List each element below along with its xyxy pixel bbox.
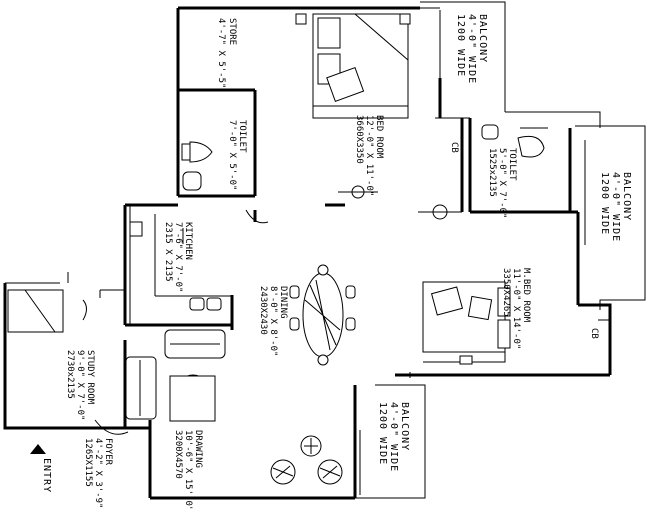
svg-text:KITCHEN: KITCHEN xyxy=(183,222,193,260)
label-cb-right: CB xyxy=(589,328,599,339)
label-toilet-right: TOILET 5'-0" X 7'-0" 1525x2135 xyxy=(487,148,517,218)
stove xyxy=(189,297,205,311)
svg-text:4'-0" WIDE: 4'-0" WIDE xyxy=(388,402,399,472)
svg-text:1200 WIDE: 1200 WIDE xyxy=(377,402,388,465)
labels: STORE 4'-7" X 5'-5" BALCONY 4'-0" WIDE 1… xyxy=(41,14,632,509)
label-balcony-top: BALCONY 4'-0" WIDE 1200 WIDE xyxy=(455,14,488,84)
svg-text:3350X4265: 3350X4265 xyxy=(501,268,511,317)
svg-text:2315 X 2135: 2315 X 2135 xyxy=(163,222,173,282)
svg-text:CB: CB xyxy=(449,142,459,153)
svg-text:ENTRY: ENTRY xyxy=(41,458,52,493)
label-bed-room: BED ROOM 12'-0" X 11'-0" 3660X3350 xyxy=(354,115,384,196)
wc-left xyxy=(189,141,213,163)
wc-right xyxy=(517,135,545,158)
svg-text:7'-0" X 5'-0": 7'-0" X 5'-0" xyxy=(227,120,237,190)
svg-text:STUDY ROOM: STUDY ROOM xyxy=(85,350,95,405)
svg-text:BALCONY: BALCONY xyxy=(621,172,632,221)
svg-text:1525x2135: 1525x2135 xyxy=(487,148,497,197)
label-kitchen: KITCHEN 7'-6" X 7'-0" 2315 X 2135 xyxy=(163,222,193,292)
svg-text:8'-0" X 8'-0": 8'-0" X 8'-0" xyxy=(268,286,278,356)
balcony-bottom-outline xyxy=(325,384,426,499)
svg-text:4'-0" WIDE: 4'-0" WIDE xyxy=(610,172,621,242)
svg-text:4'-7" X 5'-5": 4'-7" X 5'-5" xyxy=(216,18,226,88)
furniture xyxy=(7,13,548,485)
svg-text:STORE: STORE xyxy=(227,18,237,45)
label-store: STORE 4'-7" X 5'-5" xyxy=(216,18,237,88)
svg-text:M.BED ROOM: M.BED ROOM xyxy=(521,268,531,323)
svg-text:1200 WIDE: 1200 WIDE xyxy=(455,14,466,77)
balcony-right-outline xyxy=(575,125,646,310)
balcony-top-outline xyxy=(420,1,506,112)
label-master-bed: M.BED ROOM 11'-0" X 14'-0" 3350X4265 xyxy=(501,268,531,349)
svg-text:7'-6" X 7'-0": 7'-6" X 7'-0" xyxy=(173,222,183,292)
svg-text:2730x2135: 2730x2135 xyxy=(65,350,75,399)
kitchen-sink xyxy=(129,221,143,237)
sofa-study xyxy=(125,356,157,420)
cb-right-wall xyxy=(578,303,612,375)
svg-text:BED ROOM: BED ROOM xyxy=(374,115,384,159)
walls xyxy=(3,1,646,500)
washbasin-left xyxy=(182,171,202,191)
svg-text:TOILET: TOILET xyxy=(507,148,517,181)
svg-text:5'-0" X 7'-0": 5'-0" X 7'-0" xyxy=(497,148,507,218)
label-entry: ENTRY xyxy=(41,458,52,493)
svg-text:DRAWING: DRAWING xyxy=(193,430,203,468)
svg-text:BALCONY: BALCONY xyxy=(477,14,488,63)
svg-text:FOYER: FOYER xyxy=(103,438,113,466)
svg-text:CB: CB xyxy=(589,328,599,339)
svg-text:12'-0" X 11'-0": 12'-0" X 11'-0" xyxy=(364,115,374,196)
svg-text:3200X4570: 3200X4570 xyxy=(173,430,183,479)
svg-text:1200 WIDE: 1200 WIDE xyxy=(599,172,610,235)
svg-text:1265X1155: 1265X1155 xyxy=(83,438,93,487)
label-balcony-right: BALCONY 4'-0" WIDE 1200 WIDE xyxy=(599,172,632,242)
label-dining: DINING 8'-0" X 8'-0" 2430X2430 xyxy=(258,286,288,356)
svg-text:4'-0" WIDE: 4'-0" WIDE xyxy=(466,14,477,84)
label-cb-top: CB xyxy=(449,142,459,153)
svg-text:10'-6" X 15'-0": 10'-6" X 15'-0" xyxy=(183,430,193,509)
label-foyer: FOYER 4'-2" X 3'-9" 1265X1155 xyxy=(83,438,113,508)
bed-study xyxy=(7,289,64,333)
svg-text:TOILET: TOILET xyxy=(237,120,247,153)
svg-text:DINING: DINING xyxy=(278,286,288,319)
entry-arrow-icon xyxy=(30,444,46,454)
washbasin-right xyxy=(481,124,499,140)
svg-text:2430X2430: 2430X2430 xyxy=(258,286,268,335)
svg-text:9'-0" X 7'-0": 9'-0" X 7'-0" xyxy=(75,350,85,420)
label-balcony-bottom: BALCONY 4'-0" WIDE 1200 WIDE xyxy=(377,402,410,472)
svg-text:4'-2" X 3'-9": 4'-2" X 3'-9" xyxy=(93,438,103,508)
label-drawing: DRAWING 10'-6" X 15'-0" 3200X4570 xyxy=(173,430,203,509)
svg-text:3660X3350: 3660X3350 xyxy=(354,115,364,164)
svg-text:BALCONY: BALCONY xyxy=(399,402,410,451)
svg-text:11'-0" X 14'-0": 11'-0" X 14'-0" xyxy=(511,268,521,349)
label-toilet-left: TOILET 7'-0" X 5'-0" xyxy=(227,120,247,190)
label-study: STUDY ROOM 9'-0" X 7'-0" 2730x2135 xyxy=(65,350,95,420)
